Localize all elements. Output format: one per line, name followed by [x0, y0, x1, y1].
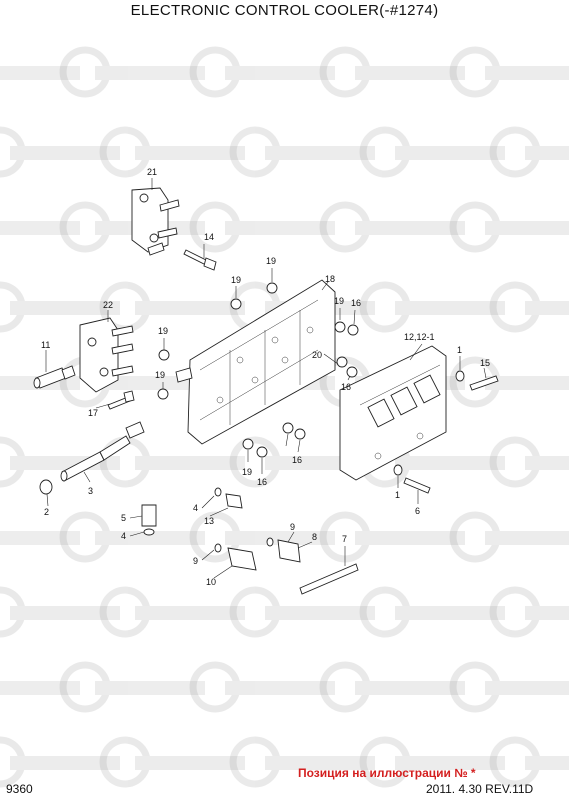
bolt-17 — [107, 390, 135, 410]
callout: 16 — [292, 455, 302, 465]
callout: 3 — [88, 486, 93, 496]
watermark-logo — [449, 661, 569, 713]
date-revision: 2011. 4.30 REV.11D — [426, 782, 534, 796]
callout: 12,12-1 — [404, 332, 435, 342]
watermark-logo — [0, 221, 80, 235]
callout: 19 — [158, 326, 168, 336]
watermark-logo — [449, 356, 569, 408]
callout: 8 — [312, 532, 317, 542]
callout: 14 — [204, 232, 214, 242]
watermark-logo — [99, 126, 245, 178]
watermark-logo — [359, 281, 505, 333]
washer-1b — [393, 464, 403, 476]
watermark-logo — [0, 66, 80, 80]
sensor-13 — [214, 487, 243, 509]
watermark-logo — [229, 586, 375, 638]
watermark-logo — [189, 46, 335, 98]
washer-1 — [455, 370, 465, 382]
callout: 1 — [395, 490, 400, 500]
watermark-logo — [59, 511, 205, 563]
plate-fittings — [157, 282, 359, 458]
watermark-logo — [489, 281, 569, 333]
bolt-14 — [183, 249, 217, 271]
watermark-logo — [0, 681, 80, 695]
sensor-5 — [141, 504, 157, 536]
callout: 1 — [457, 345, 462, 355]
ecu-module-12 — [339, 345, 447, 481]
watermark-logo — [489, 126, 569, 178]
valve-plate-18 — [187, 279, 336, 445]
leader-lines — [45, 178, 487, 579]
watermark-logo — [0, 531, 80, 545]
callout: 5 — [121, 513, 126, 523]
bracket-21 — [131, 187, 180, 256]
watermark-logo — [59, 46, 205, 98]
watermark-logo — [319, 661, 465, 713]
callout: 22 — [103, 300, 113, 310]
watermark-logo — [229, 736, 375, 788]
probe-3 — [60, 421, 145, 482]
callout: 9 — [193, 556, 198, 566]
callout: 20 — [312, 350, 322, 360]
watermark-logo — [449, 511, 569, 563]
callout: 16 — [351, 298, 361, 308]
watermark-logo — [99, 736, 245, 788]
watermark-logo — [0, 736, 120, 788]
watermark-logo — [189, 511, 335, 563]
callout-labels: 21 14 22 11 17 3 2 19 18 19 16 19 20 16 … — [41, 167, 490, 587]
watermark-logo — [489, 436, 569, 488]
bolt-15 — [469, 375, 499, 391]
watermark-logo — [449, 46, 569, 98]
bracket-22 — [79, 317, 134, 393]
callout: 9 — [290, 522, 295, 532]
sensor-10 — [214, 543, 257, 571]
callout: 19 — [266, 256, 276, 266]
o-ring-2 — [39, 479, 53, 495]
callout: 11 — [41, 340, 50, 350]
watermark-logo — [449, 201, 569, 253]
page-title: ELECTRONIC CONTROL COOLER(-#1274) — [130, 2, 439, 19]
callout: 19 — [334, 296, 344, 306]
watermark-logo — [359, 736, 505, 788]
watermark-logo — [489, 586, 569, 638]
sensor-8 — [266, 537, 301, 563]
callout: 13 — [204, 516, 214, 526]
watermark-logo — [229, 126, 375, 178]
sensor-11 — [33, 365, 76, 389]
watermark-logo — [189, 201, 335, 253]
callout: 4 — [193, 503, 198, 513]
page-number: 9360 — [6, 782, 33, 796]
callout: 19 — [242, 467, 252, 477]
callout: 10 — [206, 577, 216, 587]
watermark-logo — [359, 586, 505, 638]
watermark-logo — [0, 281, 120, 333]
watermark-logo — [99, 586, 245, 638]
label-strip-7 — [299, 563, 359, 595]
watermark-logo — [319, 46, 465, 98]
callout: 7 — [342, 534, 347, 544]
callout: 16 — [257, 477, 267, 487]
callout: 19 — [155, 370, 165, 380]
watermark-logo — [319, 201, 465, 253]
callout: 21 — [147, 167, 157, 177]
watermark-logo — [359, 126, 505, 178]
callout: 17 — [88, 408, 98, 418]
reference-note: Позиция на иллюстрации № * — [298, 766, 476, 780]
watermark-logo — [489, 736, 569, 788]
callout: 15 — [480, 358, 490, 368]
callout: 18 — [325, 274, 335, 284]
watermark-logo — [0, 586, 120, 638]
callout: 6 — [415, 506, 420, 516]
watermark-logo — [59, 661, 205, 713]
watermark-logo — [0, 126, 120, 178]
callout: 4 — [121, 531, 126, 541]
callout: 16 — [341, 382, 351, 392]
watermark-logo — [189, 661, 335, 713]
watermark-logo — [319, 511, 465, 563]
callout: 2 — [44, 507, 49, 517]
bolt-6 — [403, 477, 431, 494]
callout: 19 — [231, 275, 241, 285]
